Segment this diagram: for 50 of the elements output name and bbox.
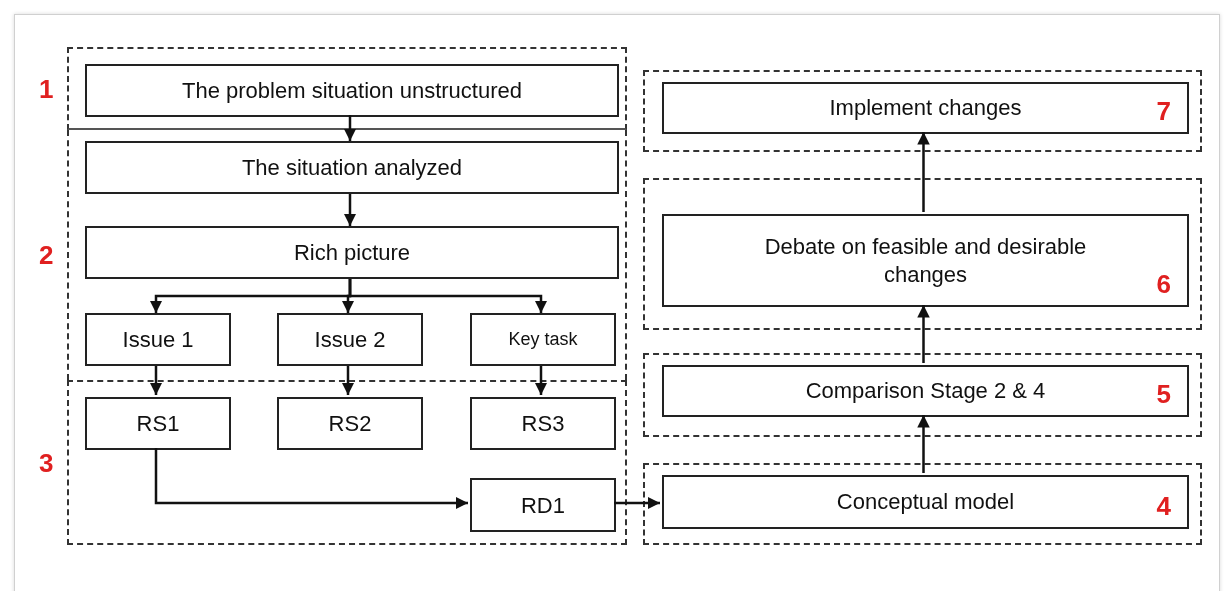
- arrow: [154, 448, 468, 510]
- process-box: [470, 313, 616, 366]
- process-label: The problem situation unstructured: [182, 77, 522, 105]
- process-label: Comparison Stage 2 & 4: [805, 377, 1046, 405]
- process-label: Debate on feasible and desirable changes: [763, 233, 1088, 288]
- arrow: [348, 279, 548, 313]
- stage-region: [643, 463, 1202, 545]
- process-box: [662, 365, 1189, 417]
- process-label: The situation analyzed: [241, 154, 463, 182]
- stage-number: 4: [1156, 493, 1171, 519]
- process-box: [85, 64, 619, 117]
- arrow: [343, 115, 357, 141]
- process-label: Conceptual model: [836, 488, 1015, 516]
- process-box: [662, 214, 1189, 307]
- process-box: [662, 82, 1189, 134]
- stage-number: 5: [1156, 381, 1171, 407]
- process-box: [277, 313, 423, 366]
- process-label: RS2: [328, 410, 372, 438]
- process-box: [85, 226, 619, 279]
- arrow: [917, 415, 930, 473]
- arrow: [341, 366, 355, 395]
- process-box: [662, 475, 1189, 529]
- process-label: Key task: [508, 328, 578, 351]
- process-box: [85, 313, 231, 366]
- stage-region: [643, 70, 1202, 152]
- stage-number: 3: [39, 449, 54, 476]
- stage-number: 1: [39, 75, 54, 102]
- process-label: Implement changes: [829, 94, 1022, 122]
- stage-region: [643, 178, 1202, 330]
- arrow: [343, 194, 357, 226]
- stage-region: [643, 353, 1202, 437]
- process-label: Issue 2: [314, 326, 386, 354]
- process-label: Rich picture: [293, 239, 411, 267]
- arrow: [149, 366, 163, 395]
- stage-number: 6: [1156, 271, 1171, 297]
- stage-number: 2: [39, 242, 54, 268]
- process-box: [470, 478, 616, 532]
- process-label: RD1: [521, 491, 565, 520]
- process-box: [85, 141, 619, 194]
- arrow: [614, 496, 660, 510]
- process-label: RS1: [136, 410, 180, 438]
- process-label: RS3: [521, 410, 565, 438]
- process-box: [470, 397, 616, 450]
- arrow: [917, 132, 930, 212]
- arrow: [534, 366, 548, 395]
- stage-number: 7: [1156, 98, 1171, 124]
- arrow: [917, 305, 930, 363]
- process-label: Issue 1: [122, 326, 194, 354]
- process-box: [277, 397, 423, 450]
- process-box: [85, 397, 231, 450]
